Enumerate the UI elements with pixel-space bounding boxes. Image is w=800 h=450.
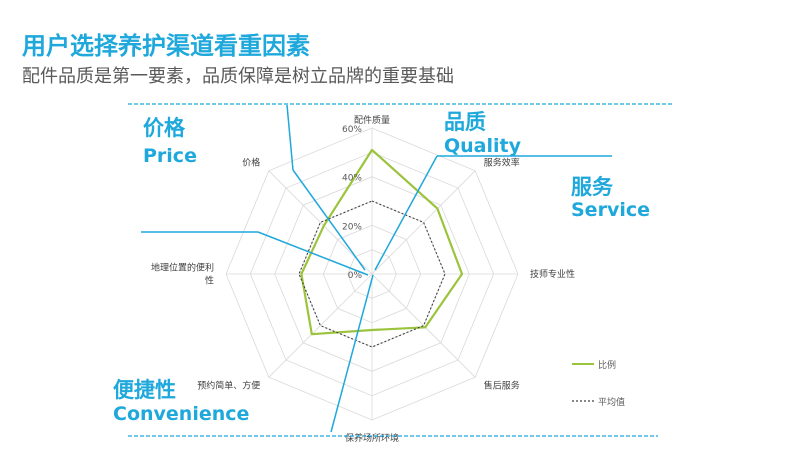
leader-quality-b [374, 155, 438, 271]
axis-label: 价格 [242, 156, 260, 168]
price-label-en: Price [143, 145, 197, 167]
axis-label: 性 [205, 275, 214, 287]
axis-label: 技师专业性 [530, 268, 575, 280]
leader-price-b [292, 169, 366, 271]
radar-spoke [371, 273, 476, 378]
service-label-cn: 服务 [571, 175, 613, 199]
series-average-line [298, 200, 446, 348]
convenience-label-en: Convenience [113, 403, 250, 425]
quality-label-cn: 品质 [444, 110, 486, 134]
axis-label: 售后服务 [484, 380, 520, 392]
axis-label: 地理位置的便利 [151, 262, 214, 274]
tick-label: 60% [342, 125, 362, 135]
legend-label-main: 比例 [598, 359, 616, 371]
leader-price-a [286, 104, 294, 171]
price-label-cn: 价格 [143, 116, 185, 140]
radar-spoke [268, 273, 373, 378]
axis-label: 预约简单、方便 [197, 380, 260, 392]
service-label-en: Service [571, 199, 650, 221]
page-title: 用户选择养护渠道看重因素 [22, 32, 310, 60]
legend-label-avg: 平均值 [598, 396, 625, 408]
convenience-label-cn: 便捷性 [113, 378, 176, 402]
tick-label: 0% [348, 271, 363, 281]
leader-location-b [257, 231, 369, 276]
axis-label: 配件质量 [354, 114, 390, 126]
radar-spoke [371, 170, 476, 275]
leader-convenience [330, 274, 374, 433]
series-ratio-line [300, 148, 464, 336]
tick-label: 20% [342, 222, 362, 232]
tick-label: 40% [342, 174, 362, 184]
quality-label-en: Quality [444, 135, 521, 157]
axis-label: 保养场所环境 [345, 432, 399, 444]
axis-label: 服务效率 [484, 156, 520, 168]
page-subtitle: 配件品质是第一要素，品质保障是树立品牌的重要基础 [22, 66, 454, 87]
